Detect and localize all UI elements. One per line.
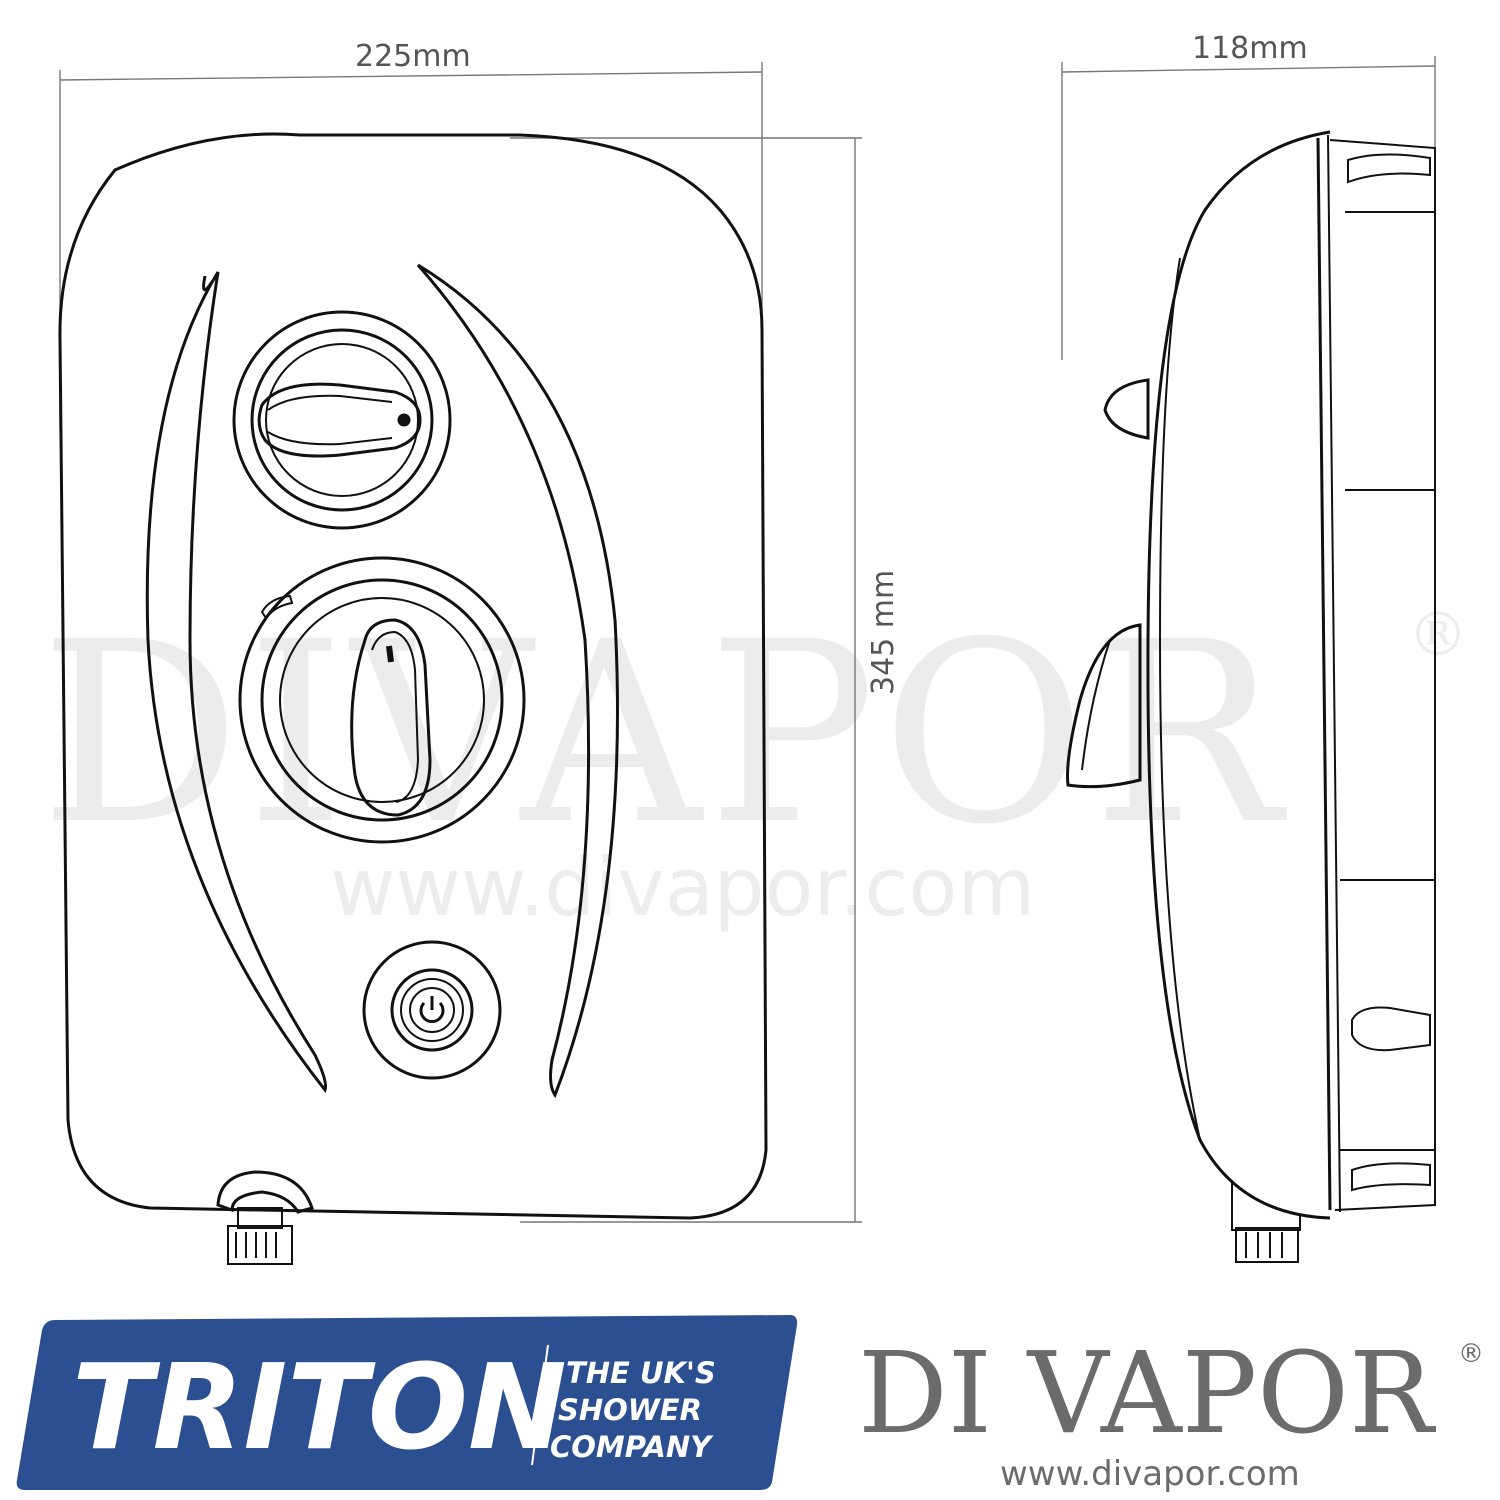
triton-logo: TRITON THE UK'S SHOWER COMPANY [16,1315,798,1490]
watermark-brand: DIVAPOR [40,588,1287,879]
divapor-registered: ® [1458,1339,1484,1369]
front-view [58,132,768,1265]
side-flow-knob [1103,378,1150,440]
side-outlet [1231,1180,1301,1231]
right-swoosh [416,263,619,1099]
flow-knob[interactable] [232,310,452,530]
front-outlet [216,1170,314,1265]
side-view [1066,130,1436,1263]
triton-wordmark: TRITON [72,1338,567,1476]
left-swoosh [145,271,327,1094]
triton-tagline-2: SHOWER [558,1393,702,1427]
triton-tagline-1: THE UK'S [566,1356,716,1390]
divapor-wordmark: DI VAPOR [858,1329,1437,1459]
width-dimension [59,62,763,430]
watermark: DIVAPOR ® www.divapor.com [40,588,1474,934]
divapor-url: www.divapor.com [1000,1454,1300,1494]
watermark-registered: ® [1408,600,1474,670]
triton-tagline-3: COMPANY [550,1430,714,1464]
depth-label: 118mm [1192,31,1308,66]
temperature-knob[interactable] [238,556,526,844]
power-button[interactable] [362,940,502,1080]
side-temp-knob [1066,623,1142,789]
watermark-url: www.divapor.com [330,841,1035,934]
front-body-outline [58,132,768,1220]
triton-banner [16,1315,798,1490]
side-body-outline [1146,130,1331,1220]
depth-dimension [1061,56,1436,360]
divapor-logo: DI VAPOR ® www.divapor.com [858,1329,1484,1494]
side-backplate [1329,139,1436,1211]
width-label: 225mm [355,39,471,74]
height-label: 345 mm [866,570,901,695]
